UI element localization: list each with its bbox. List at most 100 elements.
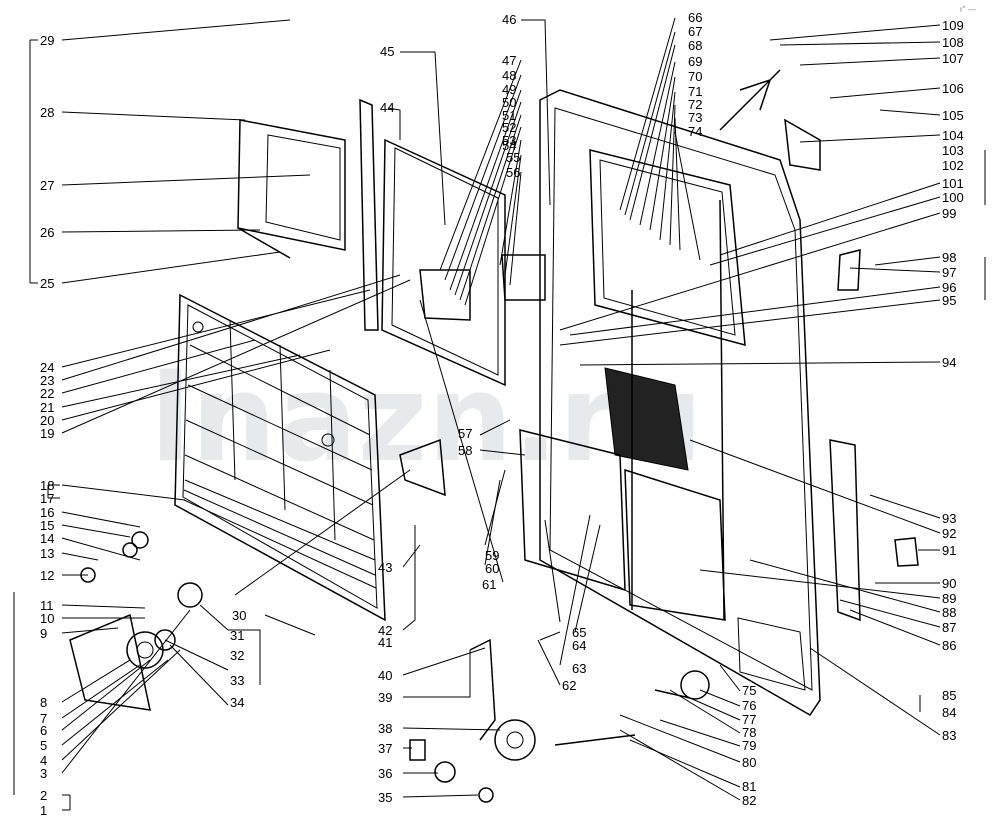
callout-15: 15 bbox=[40, 518, 54, 533]
callout-21: 21 bbox=[40, 400, 54, 415]
callout-39: 39 bbox=[378, 690, 392, 705]
callout-63: 63 bbox=[572, 661, 586, 676]
callout-105: 105 bbox=[942, 108, 964, 123]
callout-32: 32 bbox=[230, 648, 244, 663]
callout-77: 77 bbox=[742, 712, 756, 727]
callout-109: 109 bbox=[942, 18, 964, 33]
callout-41: 41 bbox=[378, 635, 392, 650]
callout-17: 17 bbox=[40, 491, 54, 506]
callout-108: 108 bbox=[942, 35, 964, 50]
callout-69: 69 bbox=[688, 54, 702, 69]
callout-88: 88 bbox=[942, 605, 956, 620]
callout-42: 42 bbox=[378, 623, 392, 638]
callout-47: 47 bbox=[502, 53, 516, 68]
callout-72: 72 bbox=[688, 97, 702, 112]
callout-99: 99 bbox=[942, 206, 956, 221]
callout-52: 52 bbox=[502, 120, 516, 135]
callout-103: 103 bbox=[942, 143, 964, 158]
callout-86: 86 bbox=[942, 638, 956, 653]
callout-8: 8 bbox=[40, 695, 47, 710]
leader-lines bbox=[13, 17, 986, 811]
callout-12: 12 bbox=[40, 568, 54, 583]
callout-75: 75 bbox=[742, 683, 756, 698]
callout-40: 40 bbox=[378, 668, 392, 683]
callout-27: 27 bbox=[40, 178, 54, 193]
callout-100: 100 bbox=[942, 190, 964, 205]
callout-91: 91 bbox=[942, 543, 956, 558]
callout-11: 11 bbox=[40, 598, 54, 613]
callout-90: 90 bbox=[942, 576, 956, 591]
callout-60: 60 bbox=[485, 561, 499, 576]
callout-94: 94 bbox=[942, 355, 956, 370]
callout-96: 96 bbox=[942, 280, 956, 295]
callout-2: 2 bbox=[40, 788, 47, 803]
grille bbox=[174, 293, 386, 622]
callout-25: 25 bbox=[40, 276, 54, 291]
callout-61: 61 bbox=[482, 577, 496, 592]
callout-35: 35 bbox=[378, 790, 392, 805]
lock-mechanism bbox=[399, 254, 546, 497]
callout-68: 68 bbox=[688, 38, 702, 53]
callout-87: 87 bbox=[942, 620, 956, 635]
callout-107: 107 bbox=[942, 51, 964, 66]
callout-83: 83 bbox=[942, 728, 956, 743]
callout-79: 79 bbox=[742, 738, 756, 753]
callout-37: 37 bbox=[378, 741, 392, 756]
callout-numbers: 29 28 27 26 25 24 23 22 21 20 19 18 17 1… bbox=[40, 10, 964, 818]
callout-54: 54 bbox=[502, 138, 516, 153]
callout-29: 29 bbox=[40, 33, 54, 48]
callout-80: 80 bbox=[742, 755, 756, 770]
callout-9: 9 bbox=[40, 626, 47, 641]
callout-92: 92 bbox=[942, 526, 956, 541]
callout-7: 7 bbox=[40, 711, 47, 726]
callout-67: 67 bbox=[688, 24, 702, 39]
callout-46: 46 bbox=[502, 12, 516, 27]
callout-104: 104 bbox=[942, 128, 964, 143]
callout-6: 6 bbox=[40, 723, 47, 738]
callout-102: 102 bbox=[942, 158, 964, 173]
callout-34: 34 bbox=[230, 695, 244, 710]
callout-73: 73 bbox=[688, 110, 702, 125]
callout-57: 57 bbox=[458, 426, 472, 441]
callout-36: 36 bbox=[378, 766, 392, 781]
callout-45: 45 bbox=[380, 44, 394, 59]
regulator-assembly bbox=[69, 531, 203, 711]
callout-98: 98 bbox=[942, 250, 956, 265]
callout-20: 20 bbox=[40, 413, 54, 428]
callout-53: 53 bbox=[502, 133, 516, 148]
callout-51: 51 bbox=[502, 108, 516, 123]
callout-5: 5 bbox=[40, 738, 47, 753]
callout-48: 48 bbox=[502, 68, 516, 83]
vent-window-frame bbox=[237, 119, 346, 259]
callout-55: 55 bbox=[506, 150, 520, 165]
callout-82: 82 bbox=[742, 793, 756, 808]
right-small-parts bbox=[719, 69, 919, 622]
grille-slots bbox=[183, 319, 377, 589]
callout-56: 56 bbox=[506, 165, 520, 180]
callout-93: 93 bbox=[942, 511, 956, 526]
callout-10: 10 bbox=[40, 611, 54, 626]
callout-58: 58 bbox=[458, 443, 472, 458]
window-opening bbox=[604, 367, 689, 471]
callout-14: 14 bbox=[40, 531, 54, 546]
callout-59: 59 bbox=[485, 548, 499, 563]
callout-22: 22 bbox=[40, 386, 54, 401]
callout-49: 49 bbox=[502, 82, 516, 97]
callout-38: 38 bbox=[378, 721, 392, 736]
callout-74: 74 bbox=[688, 124, 702, 139]
callout-1: 1 bbox=[40, 803, 47, 818]
glass-window bbox=[359, 98, 506, 387]
callout-19: 19 bbox=[40, 426, 54, 441]
callout-106: 106 bbox=[942, 81, 964, 96]
callout-65: 65 bbox=[572, 625, 586, 640]
callout-31: 31 bbox=[230, 628, 244, 643]
callout-13: 13 bbox=[40, 546, 54, 561]
callout-33: 33 bbox=[230, 673, 244, 688]
callout-23: 23 bbox=[40, 373, 54, 388]
callout-84: 84 bbox=[942, 705, 956, 720]
callout-64: 64 bbox=[572, 638, 586, 653]
callout-95: 95 bbox=[942, 293, 956, 308]
callout-30: 30 bbox=[232, 608, 246, 623]
